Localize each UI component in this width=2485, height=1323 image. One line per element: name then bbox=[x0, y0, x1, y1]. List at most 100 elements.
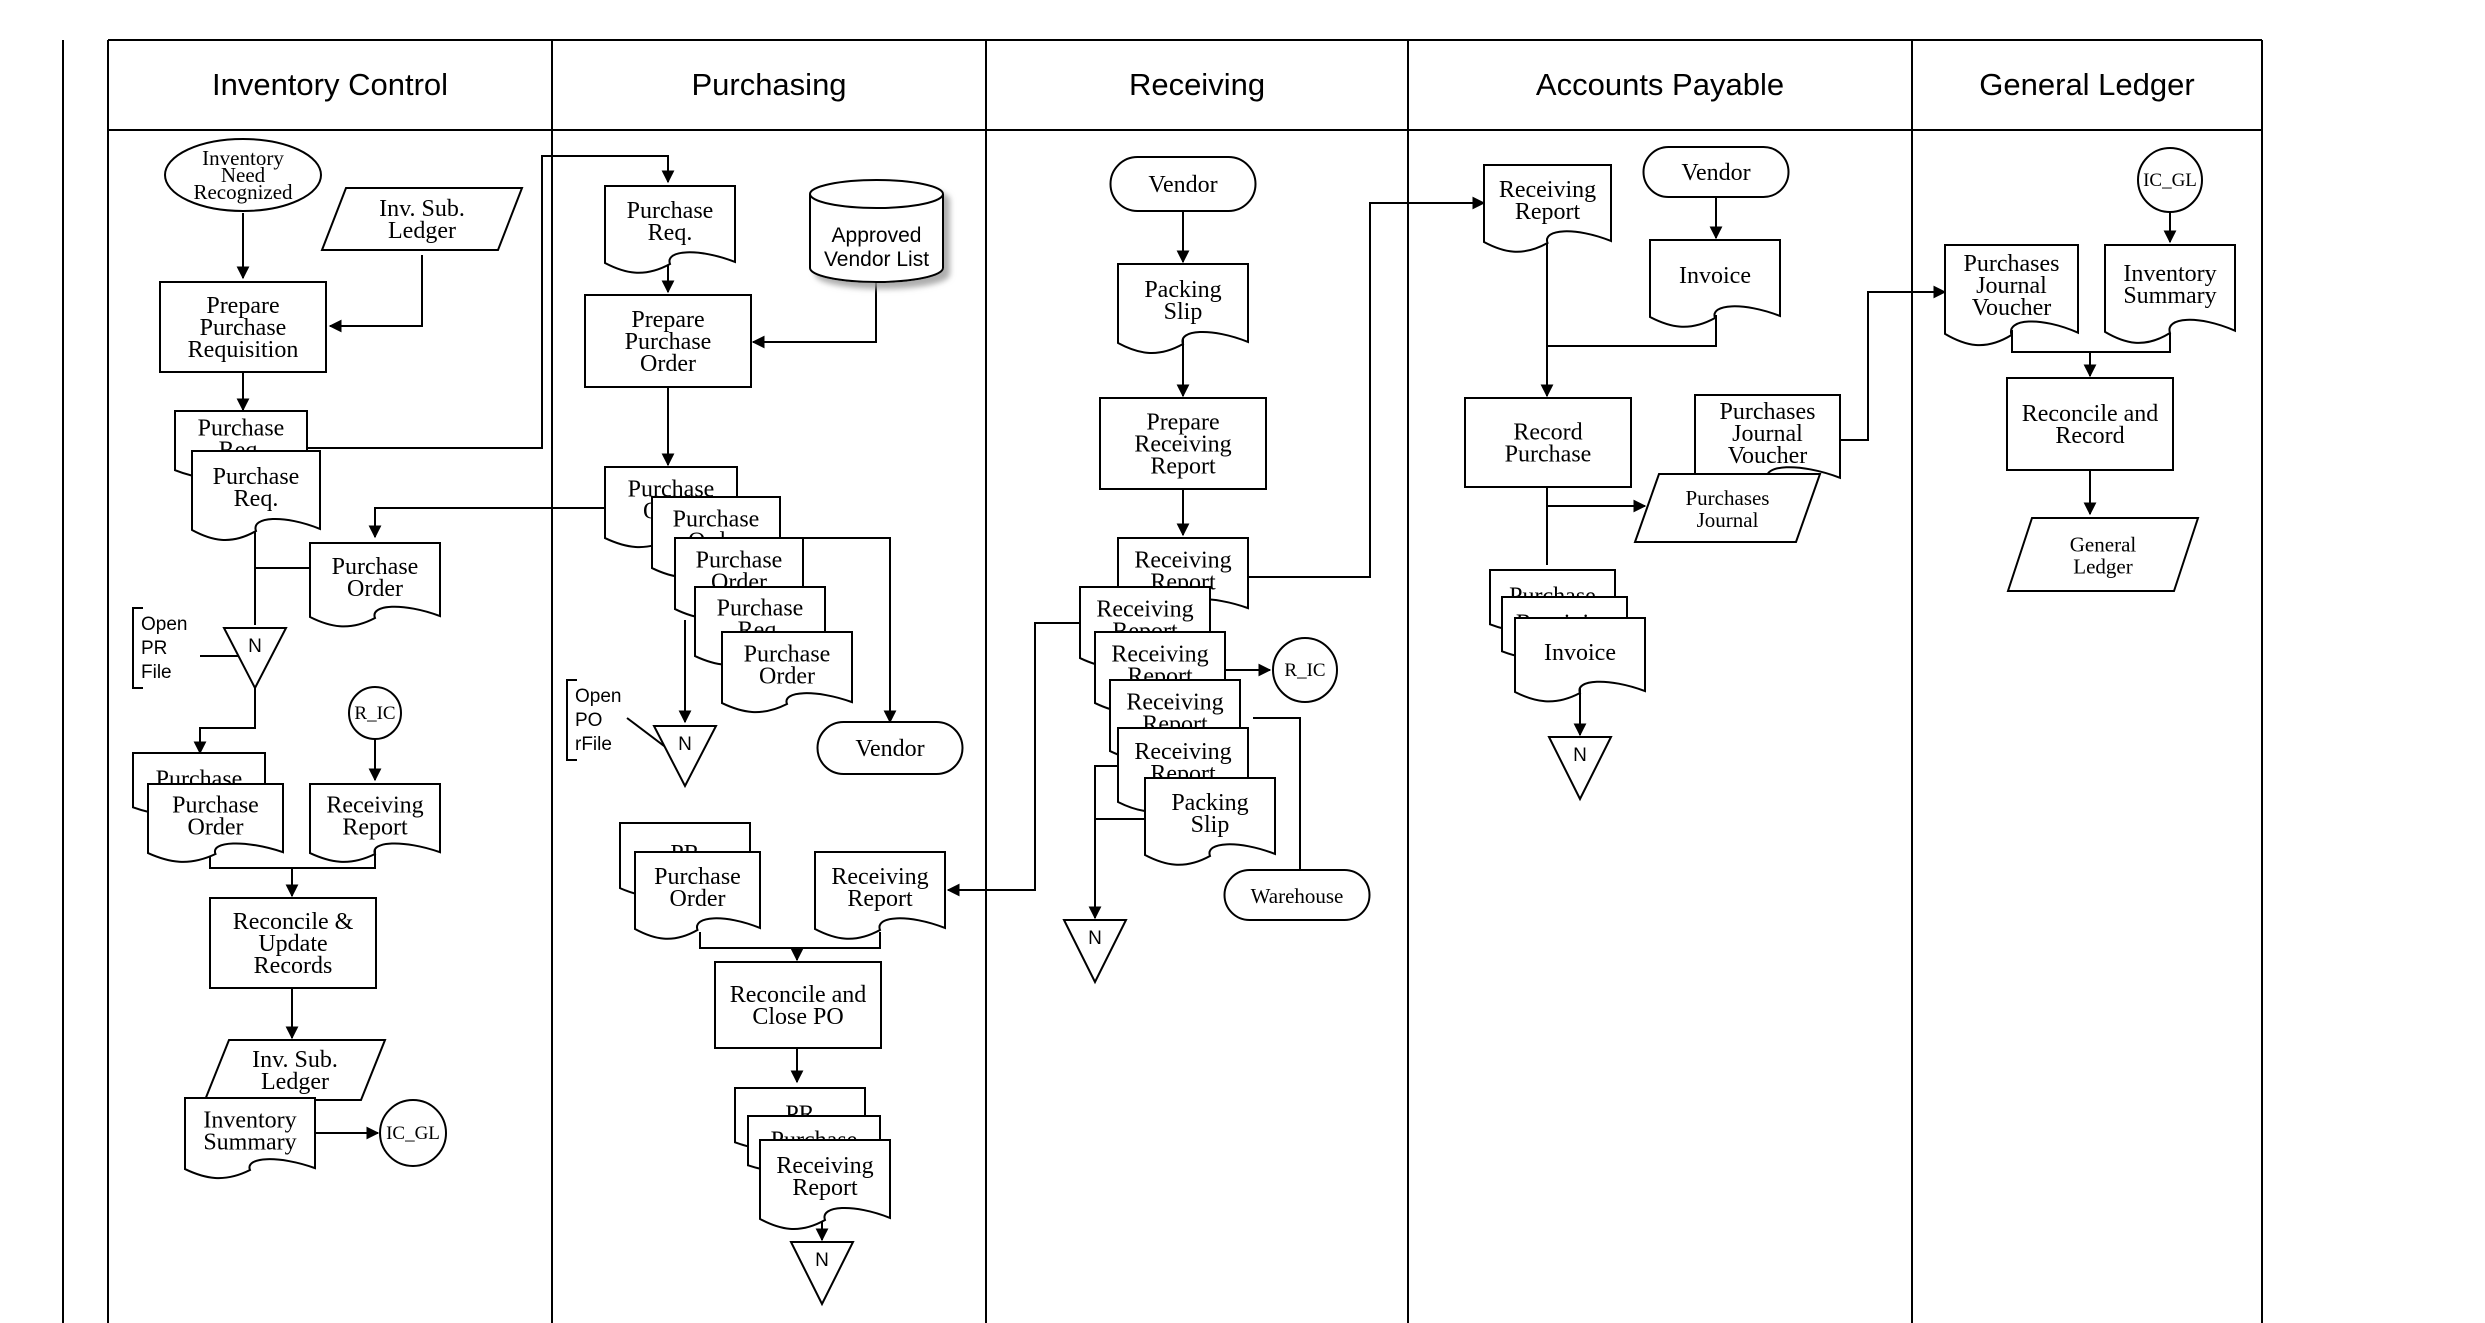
ap-vendor-label: Vendor bbox=[1681, 160, 1750, 186]
rc-connector-r-ic-out-connector: R_IC bbox=[1272, 637, 1338, 703]
ap-invoice-stack-3-label: Invoice bbox=[1544, 640, 1616, 666]
rc-receiving-report-5-label: Receiving bbox=[1134, 739, 1231, 765]
rc-file-n-label: N bbox=[1088, 928, 1102, 949]
ap-purchases-journal-label: Purchases bbox=[1686, 486, 1770, 510]
pu-purchase-order-5-label: Purchase bbox=[744, 642, 831, 668]
ap-vendor-terminal: Vendor bbox=[1642, 146, 1790, 198]
pu-purchase-order-front-label: Purchase bbox=[654, 864, 741, 890]
pu-purchase-order-2-label: Purchase bbox=[673, 507, 760, 533]
ap-invoice-stack-3-document: Invoice bbox=[1514, 617, 1646, 703]
pu-receiving-report-label: Receiving bbox=[831, 864, 928, 890]
prepare-purchase-order-label: Prepare bbox=[631, 307, 704, 333]
ic-receiving-report-label: Report bbox=[342, 815, 408, 841]
rc-packing-slip-2-label: Packing bbox=[1171, 790, 1248, 816]
ic-inv-sub-ledger-bottom-ledger: Inv. Sub.Ledger bbox=[203, 1039, 387, 1101]
ic-purchase-req-front-label: Purchase bbox=[213, 464, 300, 490]
reconcile-update-records-label: Reconcile & bbox=[233, 909, 354, 935]
rc-warehouse-label: Warehouse bbox=[1251, 884, 1344, 908]
pu-vendor-terminal: Vendor bbox=[816, 721, 964, 775]
pu-open-po-file-label: Open bbox=[575, 686, 621, 707]
ic-inv-sub-ledger-bottom-label: Ledger bbox=[261, 1069, 329, 1095]
rc-warehouse-terminal: Warehouse bbox=[1223, 869, 1371, 921]
inventory-need-recognized-label: Recognized bbox=[193, 180, 293, 204]
prepare-purchase-requisition-label: Purchase bbox=[200, 315, 287, 341]
ic-purchase-order-label: Order bbox=[347, 576, 403, 602]
lane-header-accounts-payable: Accounts Payable bbox=[1536, 67, 1784, 102]
ic-open-pr-file-n-label: N bbox=[248, 636, 262, 657]
ic-inventory-summary-label: Summary bbox=[203, 1130, 296, 1156]
ap-purchases-journal-label: Journal bbox=[1697, 508, 1759, 532]
ic-purchase-order-label: Purchase bbox=[332, 554, 419, 580]
ic-receiving-report-label: Receiving bbox=[326, 793, 423, 819]
rc-connector-r-ic-out-label: R_IC bbox=[1284, 660, 1325, 681]
ic-inv-sub-ledger-top-ledger: Inv. Sub.Ledger bbox=[320, 187, 524, 251]
prepare-purchase-order-label: Purchase bbox=[625, 329, 712, 355]
ic-purchase-req-back-label: Purchase bbox=[198, 416, 285, 442]
reconcile-close-po-label: Reconcile and bbox=[730, 982, 867, 1008]
pu-final-file-n-label: N bbox=[815, 1250, 829, 1271]
ap-file-n-file: N bbox=[1547, 736, 1613, 802]
pu-purchase-order-3-label: Purchase bbox=[696, 548, 783, 574]
pu-open-po-file-n-file: N bbox=[652, 725, 718, 789]
rc-packing-slip-label: Slip bbox=[1164, 299, 1203, 325]
ic-open-pr-file-n-file: N bbox=[222, 627, 288, 691]
gl-inventory-summary-label: Summary bbox=[2123, 283, 2216, 309]
prepare-receiving-report-label: Receiving bbox=[1134, 432, 1231, 458]
prepare-purchase-order-label: Order bbox=[640, 351, 696, 377]
ap-file-n-label: N bbox=[1573, 745, 1587, 766]
rc-packing-slip-2-label: Slip bbox=[1191, 812, 1230, 838]
rc-receiving-report-2-label: Receiving bbox=[1096, 597, 1193, 623]
ap-purchases-journal-voucher-label: Journal bbox=[1732, 421, 1803, 447]
ap-receiving-report-label: Report bbox=[1515, 199, 1581, 225]
pu-purchase-req-4-label: Purchase bbox=[717, 596, 804, 622]
ap-purchases-journal-voucher-label: Purchases bbox=[1720, 399, 1816, 425]
lane-header-inventory-control: Inventory Control bbox=[212, 67, 448, 102]
gl-purchases-journal-voucher-label: Journal bbox=[1976, 273, 2047, 299]
gl-connector-ic-gl-in-label: IC_GL bbox=[2143, 170, 2197, 191]
reconcile-update-records-label: Update bbox=[258, 931, 327, 957]
rc-receiving-report-4-label: Receiving bbox=[1126, 690, 1223, 716]
gl-connector-ic-gl-in-connector: IC_GL bbox=[2137, 147, 2203, 213]
rc-receiving-report-1-label: Receiving bbox=[1134, 548, 1231, 574]
prepare-receiving-report-label: Prepare bbox=[1146, 410, 1219, 436]
rc-receiving-report-3-label: Receiving bbox=[1111, 642, 1208, 668]
reconcile-and-record-label: Reconcile and bbox=[2022, 401, 2159, 427]
rc-packing-slip-label: Packing bbox=[1144, 277, 1221, 303]
ic-connector-r-ic-in-connector: R_IC bbox=[348, 686, 402, 740]
reconcile-close-po-label: Close PO bbox=[752, 1004, 843, 1030]
pu-purchase-order-5-label: Order bbox=[759, 664, 815, 690]
approved-vendor-list-label: Vendor List bbox=[824, 248, 929, 271]
ap-purchases-journal-voucher-label: Voucher bbox=[1728, 443, 1808, 469]
ic-inventory-summary-label: Inventory bbox=[203, 1108, 296, 1134]
reconcile-update-records-label: Records bbox=[254, 953, 333, 979]
lane-header-general-ledger: General Ledger bbox=[1979, 67, 2194, 102]
record-purchase-label: Record bbox=[1513, 420, 1582, 446]
prepare-purchase-requisition-label: Requisition bbox=[188, 337, 299, 363]
lane-grid bbox=[62, 39, 2263, 1323]
rc-vendor-label: Vendor bbox=[1148, 172, 1217, 198]
pu-open-po-file-n-label: N bbox=[678, 734, 692, 755]
